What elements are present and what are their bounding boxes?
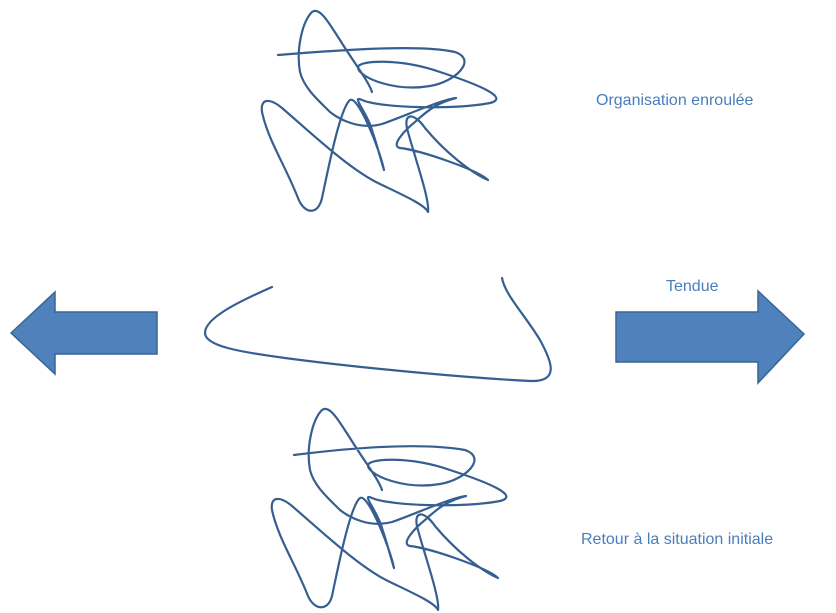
stretched-chain bbox=[203, 276, 552, 383]
arrow-left-icon bbox=[9, 290, 158, 376]
coiled-chain-bottom bbox=[270, 407, 508, 612]
label-coiled-organisation: Organisation enroulée bbox=[596, 92, 754, 109]
arrow-right-icon bbox=[615, 289, 806, 385]
label-stretched: Tendue bbox=[666, 278, 719, 295]
label-return-initial: Retour à la situation initiale bbox=[581, 531, 774, 548]
coiled-chain-top bbox=[260, 9, 498, 214]
